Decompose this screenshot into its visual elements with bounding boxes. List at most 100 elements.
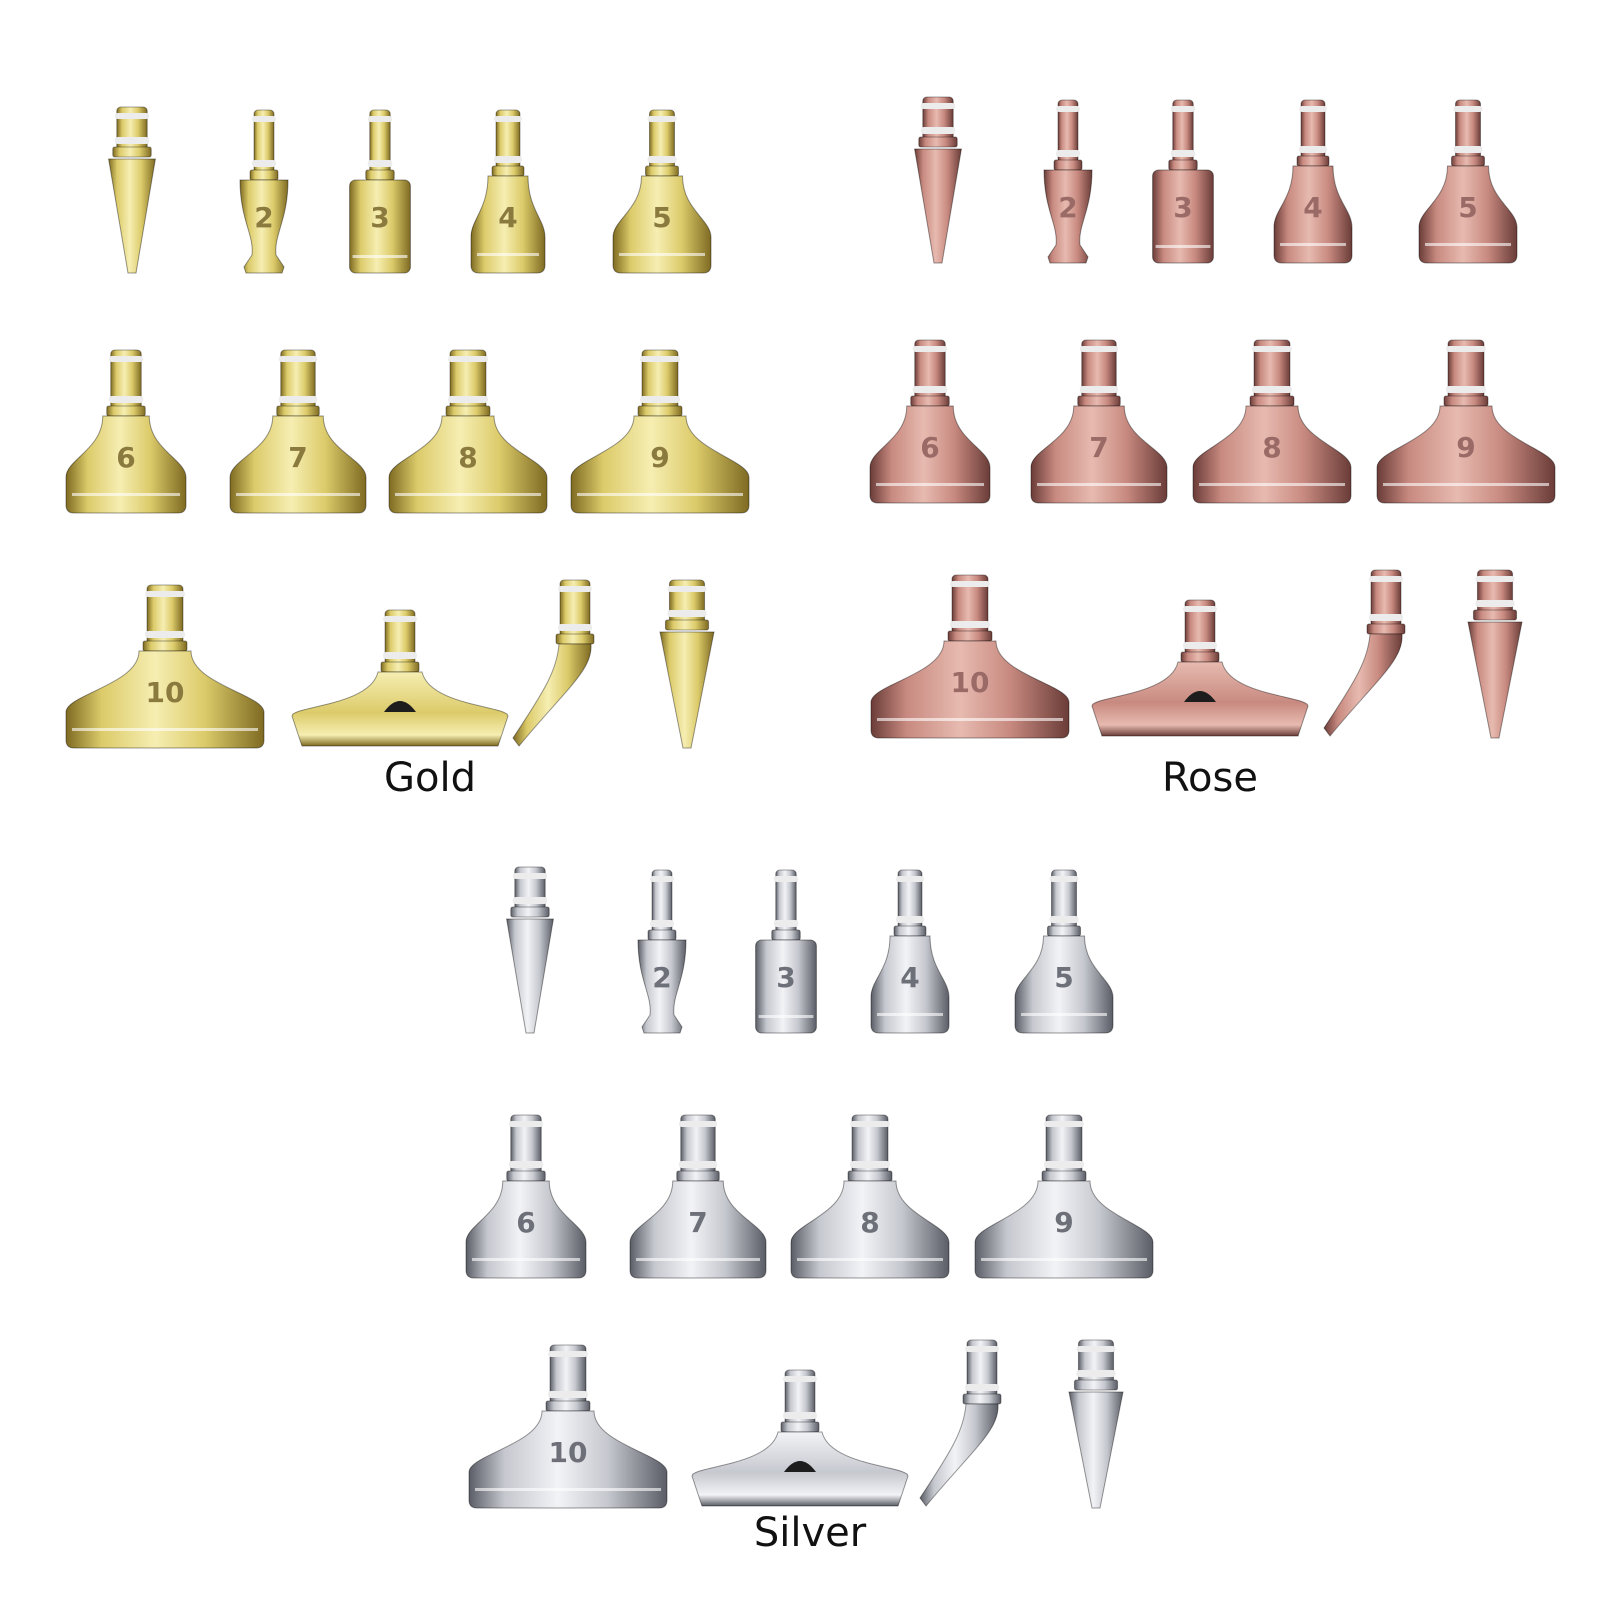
tip-number: 3 bbox=[370, 201, 389, 234]
tip-rose-flare-7: 7 bbox=[1030, 339, 1168, 505]
bent-icon bbox=[1323, 569, 1406, 737]
tip-number: 7 bbox=[688, 1206, 707, 1239]
tip-gold-cone bbox=[657, 579, 717, 750]
tip-number: 5 bbox=[1054, 961, 1073, 994]
flare-icon: 7 bbox=[229, 349, 367, 514]
tip-body bbox=[919, 1403, 999, 1507]
tip-silver-flare-10: 10 bbox=[468, 1344, 668, 1510]
tip-body bbox=[755, 939, 817, 1034]
flare-icon: 8 bbox=[790, 1114, 950, 1279]
tip-silver-bent bbox=[919, 1339, 1020, 1510]
flare-icon: 10 bbox=[468, 1344, 668, 1509]
tip-neck bbox=[1366, 569, 1406, 635]
tip-gold-cone bbox=[106, 106, 158, 275]
cone-icon bbox=[914, 96, 962, 264]
tip-body bbox=[659, 631, 715, 749]
tip-neck bbox=[276, 349, 320, 417]
tip-neck bbox=[910, 339, 950, 407]
tip-number: 8 bbox=[860, 1206, 879, 1239]
tip-neck bbox=[771, 869, 801, 941]
tip-gold-flare-10: 10 bbox=[65, 584, 265, 750]
flare-icon: 6 bbox=[869, 339, 991, 504]
waisted-icon: 2 bbox=[1043, 99, 1093, 264]
notch-icon bbox=[1184, 691, 1216, 702]
tip-neck bbox=[380, 609, 420, 673]
tip-rose-flare-5: 5 bbox=[1418, 99, 1518, 265]
tip-number: 3 bbox=[1173, 191, 1192, 224]
flare-icon: 9 bbox=[1376, 339, 1556, 504]
tip-neck bbox=[1073, 1339, 1119, 1391]
tip-rose-waisted-2: 2 bbox=[1038, 99, 1098, 265]
tip-body bbox=[1014, 935, 1114, 1034]
caption-gold: Gold bbox=[384, 755, 476, 801]
tip-silver-flare-9: 9 bbox=[974, 1114, 1154, 1280]
bent-icon bbox=[919, 1339, 1002, 1507]
square-icon: 3 bbox=[349, 109, 411, 274]
caption-rose: Rose bbox=[1162, 755, 1258, 801]
flare-icon: 9 bbox=[570, 349, 750, 514]
tip-gold-flare-9: 9 bbox=[570, 349, 750, 515]
tip-neck bbox=[647, 869, 677, 941]
tip-rose-cone bbox=[912, 96, 964, 265]
tip-body bbox=[1418, 165, 1518, 264]
tip-rose-square-3: 3 bbox=[1151, 99, 1215, 265]
tip-gold-flare-7: 7 bbox=[229, 349, 367, 515]
tip-rose-flare-10: 10 bbox=[870, 574, 1070, 740]
tip-gold-flare-8: 8 bbox=[388, 349, 548, 515]
tip-number: 10 bbox=[951, 666, 990, 699]
flare-icon: 6 bbox=[65, 349, 187, 514]
notch-icon bbox=[784, 1461, 816, 1472]
tip-silver-blade bbox=[690, 1369, 910, 1510]
tip-body bbox=[65, 650, 265, 749]
tip-neck bbox=[645, 109, 679, 177]
flare-icon: 7 bbox=[629, 1114, 767, 1279]
tip-silver-flare-7: 7 bbox=[629, 1114, 767, 1280]
caption-silver: Silver bbox=[753, 1510, 867, 1556]
tip-number: 4 bbox=[1303, 191, 1322, 224]
tip-number: 6 bbox=[516, 1206, 535, 1239]
tip-gold-blade bbox=[290, 609, 510, 750]
tip-body bbox=[470, 175, 546, 274]
tip-gold-waisted-2: 2 bbox=[234, 109, 294, 275]
flare-icon: 5 bbox=[612, 109, 712, 274]
tip-neck bbox=[676, 1114, 720, 1182]
tip-neck bbox=[1168, 99, 1198, 171]
blade-icon bbox=[291, 609, 509, 747]
tip-neck bbox=[1077, 339, 1121, 407]
tip-rose-flare-6: 6 bbox=[869, 339, 991, 505]
tip-neck bbox=[249, 109, 279, 181]
flare-icon: 10 bbox=[870, 574, 1070, 739]
tip-number: 3 bbox=[776, 961, 795, 994]
tip-body bbox=[1030, 405, 1168, 504]
tip-neck bbox=[780, 1369, 820, 1433]
tip-silver-flare-8: 8 bbox=[790, 1114, 950, 1280]
flare-icon: 6 bbox=[465, 1114, 587, 1279]
tip-rose-flare-8: 8 bbox=[1192, 339, 1352, 505]
tip-neck bbox=[664, 579, 710, 631]
tip-body bbox=[914, 148, 962, 264]
cone-icon bbox=[1068, 1339, 1124, 1509]
blade-icon bbox=[691, 1369, 909, 1507]
tip-number: 2 bbox=[254, 201, 273, 234]
tip-number: 8 bbox=[458, 441, 477, 474]
tip-silver-cone bbox=[1066, 1339, 1126, 1510]
tip-number: 4 bbox=[900, 961, 919, 994]
tip-rose-blade bbox=[1090, 599, 1310, 740]
tip-number: 6 bbox=[920, 431, 939, 464]
tip-neck bbox=[1047, 869, 1081, 937]
tip-rose-cone bbox=[1465, 569, 1525, 740]
flare-icon: 9 bbox=[974, 1114, 1154, 1279]
cone-icon bbox=[659, 579, 715, 749]
waisted-icon: 2 bbox=[637, 869, 687, 1034]
cone-icon bbox=[108, 106, 156, 274]
flare-icon: 5 bbox=[1418, 99, 1518, 264]
tip-body bbox=[1043, 169, 1093, 264]
tip-body bbox=[790, 1180, 950, 1279]
tip-neck bbox=[918, 96, 958, 148]
tip-number: 7 bbox=[1089, 431, 1108, 464]
tip-number: 6 bbox=[116, 441, 135, 474]
tip-number: 8 bbox=[1262, 431, 1281, 464]
tip-neck bbox=[962, 1339, 1002, 1405]
tip-silver-flare-6: 6 bbox=[465, 1114, 587, 1280]
tip-number: 7 bbox=[288, 441, 307, 474]
